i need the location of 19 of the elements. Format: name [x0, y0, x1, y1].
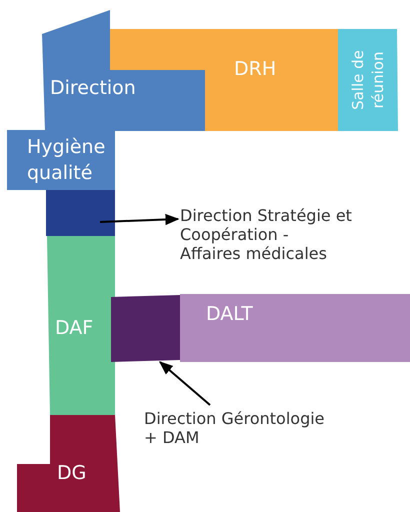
room-label: Salle de réunion	[348, 49, 388, 112]
office-area	[47, 236, 115, 415]
meeting-room-area	[338, 29, 398, 131]
office-area	[17, 415, 120, 512]
room-label: Hygiène qualité	[27, 135, 106, 186]
arrow	[158, 361, 211, 406]
office-area	[7, 130, 115, 190]
room-label: DAF	[55, 316, 94, 340]
office-area	[42, 10, 205, 131]
office-area	[180, 294, 410, 362]
room-name-label: Direction Stratégie et Coopération - Affaires médicales	[180, 206, 352, 266]
room-label: Direction	[50, 76, 136, 100]
office-area	[46, 190, 115, 236]
room-label: DRH	[234, 57, 276, 81]
arrow	[100, 214, 180, 226]
room-label: DG	[57, 461, 86, 485]
room-label: DALT	[206, 302, 253, 326]
room-name-label: Direction Gérontologie + DAM	[144, 409, 340, 449]
office-area	[111, 294, 180, 362]
